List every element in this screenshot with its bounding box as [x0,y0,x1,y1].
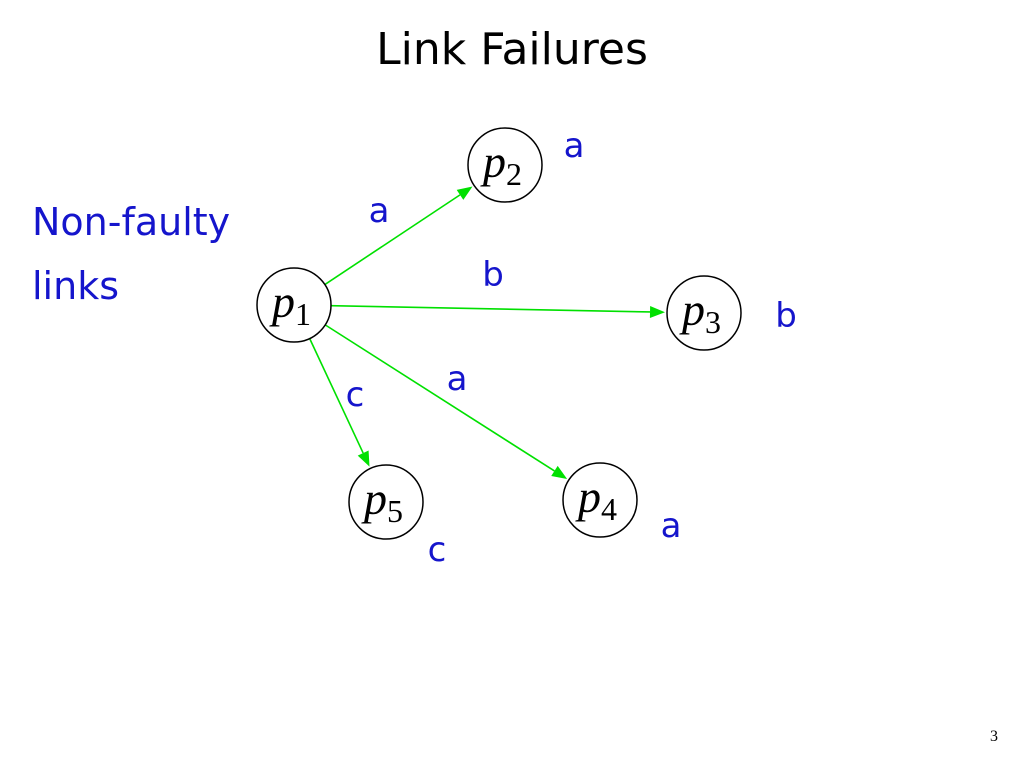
edge-message-p1-p5: c [346,375,365,415]
node-label-p1: p1 [269,276,311,332]
arrowhead-p3 [649,305,666,318]
edge-p1-p4 [324,324,555,472]
edge-message-p1-p4: a [447,359,468,399]
edge-p1-p2 [324,194,461,286]
node-label-p5: p5 [361,473,403,529]
arrowhead-p4 [551,465,568,480]
node-p5: p5 [348,464,424,540]
node-letter-p2: p [480,136,506,187]
node-p1: p1 [256,267,332,343]
node-circle-p1 [256,267,332,343]
node-letter-p3: p [679,284,705,335]
side-label-line-2: links [32,264,120,308]
node-label-p4: p4 [575,471,617,527]
node-p2: p2 [467,127,543,203]
node-letter-p4: p [575,471,601,522]
arrowhead-p5 [357,450,370,467]
received-message-p5: c [428,530,447,570]
edge-p1-p3 [330,304,651,313]
received-message-p3: b [775,296,797,336]
slide-title: Link Failures [376,24,648,75]
node-p3: p3 [666,275,742,351]
node-circle-p2 [467,127,543,203]
node-index-p3: 3 [705,304,721,340]
node-label-p3: p3 [679,284,721,340]
node-circle-p4 [562,462,638,538]
non-faulty-links-label: Non-faulty links [32,190,230,318]
edge-message-p1-p3: b [482,255,504,295]
edge-p1-p5 [308,338,364,454]
received-message-p4: a [661,506,682,546]
node-index-p2: 2 [506,156,522,192]
node-index-p1: 1 [295,296,311,332]
node-p4: p4 [562,462,638,538]
node-letter-p5: p [361,473,387,524]
node-index-p5: 5 [387,493,403,529]
node-letter-p1: p [269,276,295,327]
edges-layer [308,186,666,480]
page-number: 3 [990,728,998,745]
arrowhead-p2 [456,186,473,200]
node-index-p4: 4 [601,491,617,527]
node-label-p2: p2 [480,136,522,192]
received-message-p2: a [564,126,585,166]
node-circle-p3 [666,275,742,351]
labels-layer: a b a c a b a c [346,126,797,570]
edge-message-p1-p2: a [369,191,390,231]
node-circle-p5 [348,464,424,540]
side-label-line-1: Non-faulty [32,200,231,244]
